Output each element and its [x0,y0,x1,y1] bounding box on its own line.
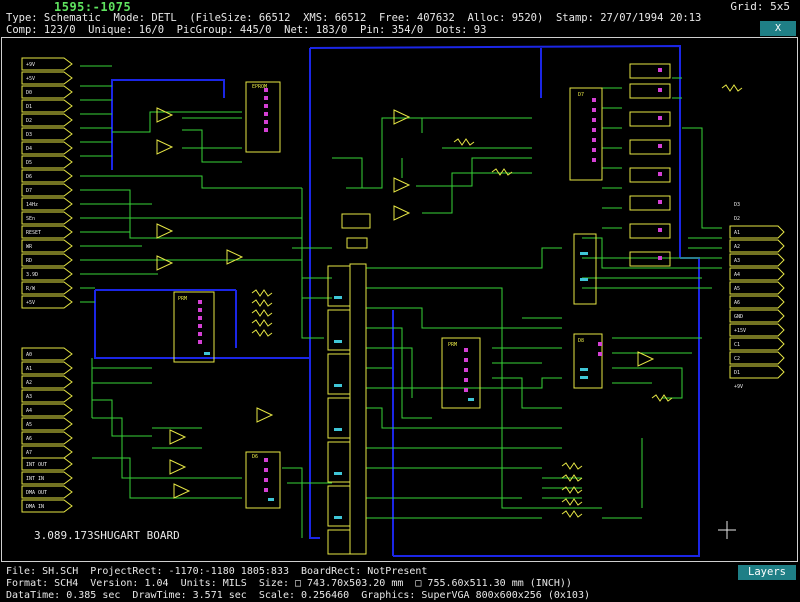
pin-markers [198,68,662,519]
lm-label-6: A6 [26,436,32,442]
lt-label-3: D2 [26,118,32,124]
lm-label-2: A2 [26,380,32,386]
lt-label-9: 14Hz [26,202,38,208]
lb-label-2: DMA OUT [26,490,47,496]
chip-label-5: D8 [578,338,584,344]
r-label-7: +15V [734,328,746,334]
r-label-6: GND [734,314,743,320]
lt-label-7: D6 [26,174,32,180]
lm-label-1: A1 [26,366,32,372]
lm-label-4: A4 [26,408,32,414]
connectors [21,57,785,513]
r-label-0: A1 [734,230,740,236]
lt-label-12: WR [26,244,33,250]
chip-label-3: D7 [578,92,584,98]
lm-label-3: A3 [26,394,32,400]
r-label-11: D2 [734,216,740,222]
lt-label-8: D7 [26,188,32,194]
schematic-drawing: +5V D0 D1 D2 D3 D4 D5 D6 D7 14Hz SEn RES… [21,44,785,557]
chip-label-1: PRM [178,296,187,302]
r-label-5: A6 [734,300,740,306]
lt-label-14: 3.9D [26,272,38,278]
wires [80,65,722,538]
lt-label-15: R/W [26,286,36,292]
resistors [251,84,743,518]
lt-label-10: SEn [26,216,35,222]
r-label-12: D3 [734,202,740,208]
footer-file-line: File: SH.SCH ProjectRect: -1170:-1180 18… [6,566,428,577]
lt-label-6: D5 [26,160,32,166]
r-label-10: D1 [734,370,740,376]
r-label-1: A2 [734,244,740,250]
lt-label-16: +5V [26,300,35,306]
layers-button[interactable]: Layers [738,565,796,580]
ic-packages [156,63,671,555]
grid-setting: Grid: 5x5 [730,0,790,13]
close-icon: X [774,23,782,34]
lt-label-0: +5V [26,76,35,82]
status-header: 1595:-1075 Grid: 5x5 Type: Schematic Mod… [0,0,800,36]
r-label-3: A4 [734,272,740,278]
connector-labels: +5V D0 D1 D2 D3 D4 D5 D6 D7 14Hz SEn RES… [26,62,746,510]
crosshair-cursor-icon [718,521,736,539]
lt-label-4: D3 [26,132,32,138]
chip-label-4: PRM [448,342,457,348]
lb-label-3: DMA IN [26,504,44,510]
chip-label-0: EPROM [252,84,267,90]
board-title: 3.089.173SHUGART BOARD [34,529,180,542]
lt-label-2: D1 [26,104,32,110]
status-footer: File: SH.SCH ProjectRect: -1170:-1180 18… [0,563,800,602]
lt-label-1: D0 [26,90,32,96]
footer-timing-line: DataTime: 0.385 sec DrawTime: 3.571 sec … [6,590,590,601]
r-label-2: A3 [734,258,740,264]
close-button[interactable]: X [760,21,796,36]
footer-format-line: Format: SCH4 Version: 1.04 Units: MILS S… [6,578,572,589]
lm-label-0: A0 [26,352,32,358]
cursor-coordinates: 1595:-1075 [54,0,132,14]
stats-info-line: Comp: 123/0 Unique: 16/0 PicGroup: 445/0… [6,24,487,36]
r-label-9: C2 [734,356,740,362]
flipflop-column [327,265,351,555]
schematic-canvas[interactable]: +5V D0 D1 D2 D3 D4 D5 D6 D7 14Hz SEn RES… [1,37,798,562]
file-info-line: Type: Schematic Mode: DETL (FileSize: 66… [6,12,702,24]
lb-label-0: INT OUT [26,462,47,468]
r-label-13: +9V [734,384,743,390]
lt-label-17: +9V [26,62,35,68]
lm-label-5: A5 [26,422,32,428]
r-label-8: C1 [734,342,740,348]
lt-label-5: D4 [26,146,32,152]
lt-label-11: RESET [26,230,41,236]
chip-label-2: D6 [252,454,258,460]
lt-label-13: RD [26,258,32,264]
r-label-4: A5 [734,286,740,292]
lb-label-1: INT IN [26,476,44,482]
lm-label-7: A7 [26,450,32,456]
